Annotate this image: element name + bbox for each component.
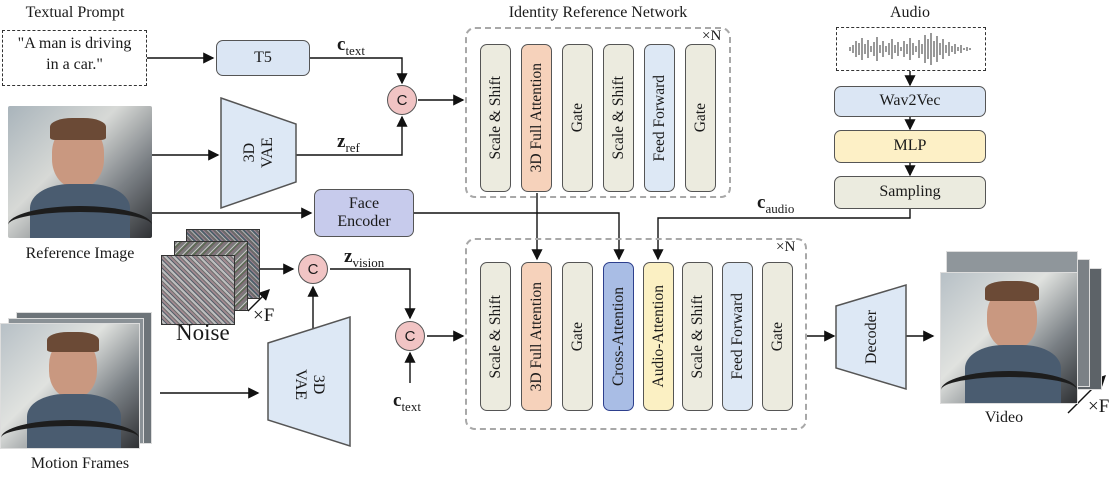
z-vision-label: zvision (344, 246, 385, 270)
identity-repeat: ×N (702, 28, 722, 44)
concat-node-noise: C (298, 254, 328, 284)
main-block-cross-attention: Cross-Attention (603, 262, 634, 411)
concat-node-top: C (387, 85, 417, 115)
id-block-gate-2: Gate (685, 44, 716, 192)
id-block-scale-shift-2: Scale & Shift (603, 44, 634, 192)
wav2vec-encoder: Wav2Vec (834, 86, 986, 117)
textual-prompt-box: "A man is driving in a car." (2, 30, 147, 86)
id-block-feed-forward: Feed Forward (644, 44, 675, 192)
main-repeat: ×N (776, 239, 796, 255)
prompt-line-2: in a car." (46, 55, 103, 73)
reference-image (8, 106, 152, 238)
c-audio-label: caudio (757, 192, 795, 216)
face-encoder-line2: Encoder (337, 213, 391, 230)
main-block-3d-full-attention: 3D Full Attention (521, 262, 552, 411)
audio-waveform (836, 27, 986, 71)
main-block-audio-attention: Audio-Attention (643, 262, 674, 411)
main-block-scale-shift-1: Scale & Shift (480, 262, 511, 411)
audio-mlp: MLP (834, 130, 986, 163)
noise-times-f: ×F (253, 305, 275, 326)
id-block-scale-shift-1: Scale & Shift (480, 44, 511, 192)
id-block-gate-1: Gate (562, 44, 593, 192)
textual-prompt-title: Textual Prompt (25, 4, 125, 21)
c-text-label-top: ctext (337, 34, 365, 58)
t5-encoder: T5 (216, 40, 310, 76)
decoder-label: Decoder (863, 309, 880, 365)
main-block-scale-shift-2: Scale & Shift (682, 262, 713, 411)
video-label: Video (984, 409, 1024, 426)
main-network-frame (465, 238, 807, 430)
concat-node-main: C (395, 321, 425, 351)
motion-frames-label: Motion Frames (30, 455, 130, 472)
noise-label: Noise (176, 320, 230, 345)
audio-title: Audio (890, 4, 930, 21)
z-ref-label: zref (337, 131, 360, 155)
audio-sampling: Sampling (834, 176, 986, 209)
c-text-label-bottom: ctext (393, 390, 421, 414)
identity-network-frame (465, 27, 731, 198)
face-encoder-line1: Face (348, 194, 380, 212)
video-times-f: ×F (1088, 396, 1110, 417)
reference-image-label: Reference Image (25, 245, 135, 262)
prompt-line-1: "A man is driving (17, 35, 132, 52)
t5-label: T5 (254, 48, 272, 66)
main-block-gate-1: Gate (562, 262, 593, 411)
main-block-gate-2: Gate (762, 262, 793, 411)
id-block-3d-full-attention: 3D Full Attention (521, 44, 552, 192)
identity-network-title: Identity Reference Network (508, 4, 688, 21)
main-block-feed-forward: Feed Forward (722, 262, 753, 411)
